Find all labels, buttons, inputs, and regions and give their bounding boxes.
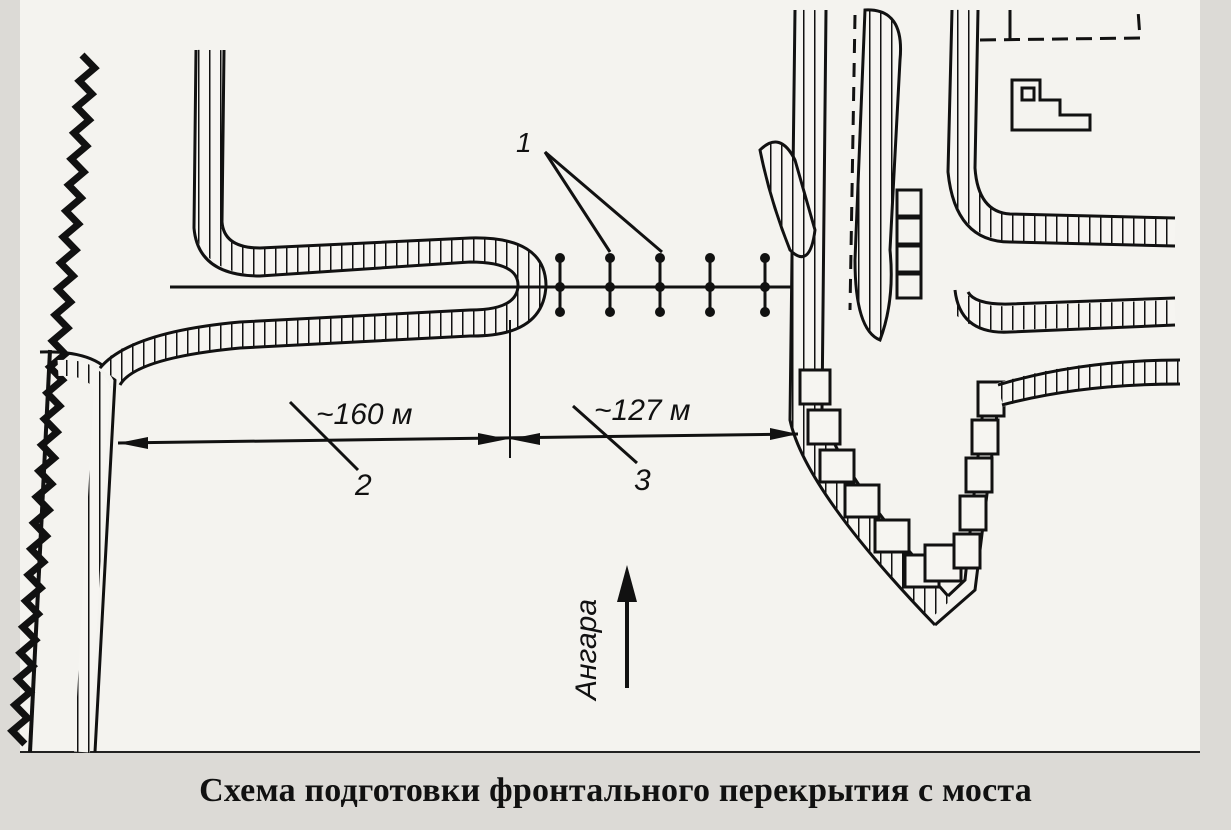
callout-2-label: 2 xyxy=(354,469,372,502)
obstacle-node xyxy=(605,307,615,317)
right-embankment xyxy=(934,358,1181,627)
embankment-block xyxy=(970,418,1000,456)
left-hairpin-revetment xyxy=(98,49,548,386)
obstacle-node xyxy=(555,282,565,292)
obstacle-node xyxy=(760,307,770,317)
distance-left-label: ~160 м xyxy=(316,398,412,431)
obstacle-node xyxy=(705,253,715,263)
obstacle-node xyxy=(605,253,615,263)
obstacle-node xyxy=(655,253,665,263)
distance-right-label: ~127 м xyxy=(594,394,690,427)
obstacle-line xyxy=(170,253,805,317)
left-embankment xyxy=(39,350,117,753)
callout-1-label: 1 xyxy=(516,127,532,158)
embankment-block xyxy=(843,483,881,519)
obstacle-node xyxy=(705,307,715,317)
obstacle-node xyxy=(555,253,565,263)
obstacle-node xyxy=(555,307,565,317)
dimension-line: ~160 м ~127 м 2 3 xyxy=(117,320,799,502)
embankment-block xyxy=(798,368,832,406)
embankment-block xyxy=(952,532,982,570)
figure-caption: Схема подготовки фронтального перекрытия… xyxy=(199,772,1032,809)
obstacle-node xyxy=(655,307,665,317)
river-label: Ангара xyxy=(570,599,603,702)
river-flow-indicator: Ангара xyxy=(570,565,637,702)
callout-3-label: 3 xyxy=(634,464,651,497)
buildings xyxy=(895,9,1142,300)
arrow-up-icon xyxy=(617,565,637,602)
obstacle-node xyxy=(705,282,715,292)
embankment-block xyxy=(873,518,911,554)
left-riverbank xyxy=(7,52,100,753)
obstacle-node xyxy=(605,282,615,292)
embankment-block xyxy=(958,494,988,532)
embankment-block xyxy=(818,448,856,484)
embankment-block xyxy=(806,408,842,446)
callout-1: 1 xyxy=(516,127,663,254)
obstacle-node xyxy=(760,253,770,263)
obstacle-node xyxy=(655,282,665,292)
obstacle-node xyxy=(760,282,770,292)
embankment-block xyxy=(964,456,994,494)
right-upper-revetment xyxy=(946,9,1176,334)
bridge-structure xyxy=(758,8,963,627)
